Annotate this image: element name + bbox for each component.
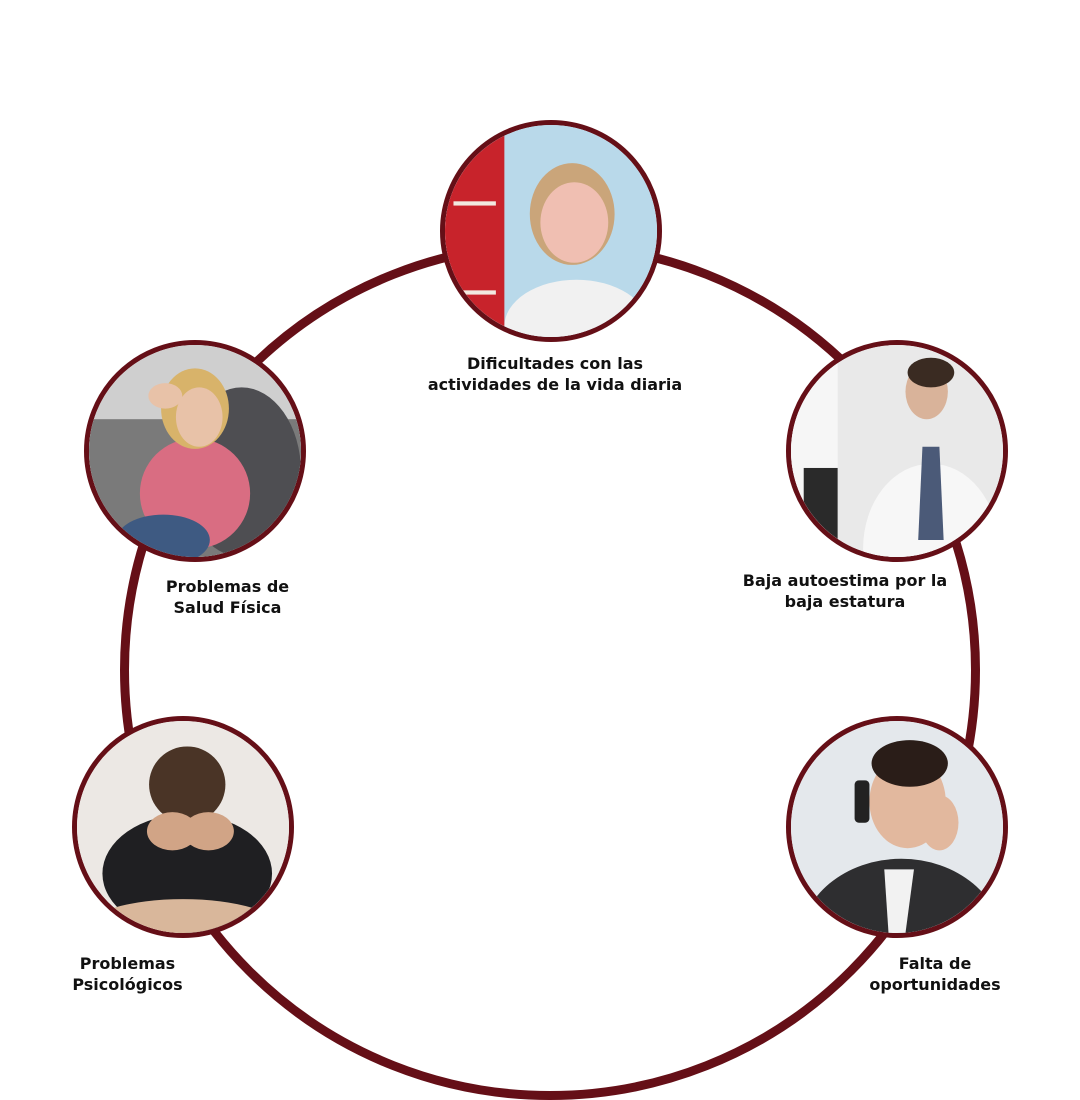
photo-short-man-in-tie xyxy=(786,340,1008,562)
label-physical-health: Problemas de Salud Física xyxy=(165,577,290,617)
label-opportunities: Falta de oportunidades xyxy=(869,954,1001,994)
photo-woman-headache xyxy=(84,340,306,562)
photo-distressed-boy xyxy=(72,716,294,938)
photo-upset-child xyxy=(440,120,662,342)
label-self-esteem: Baja autoestima por la baja estatura xyxy=(742,571,948,611)
photo-stressed-woman-on-phone xyxy=(786,716,1008,938)
label-daily-life: Dificultades con las actividades de la v… xyxy=(427,354,683,394)
label-psychological: Problemas Psicológicos xyxy=(72,954,183,994)
